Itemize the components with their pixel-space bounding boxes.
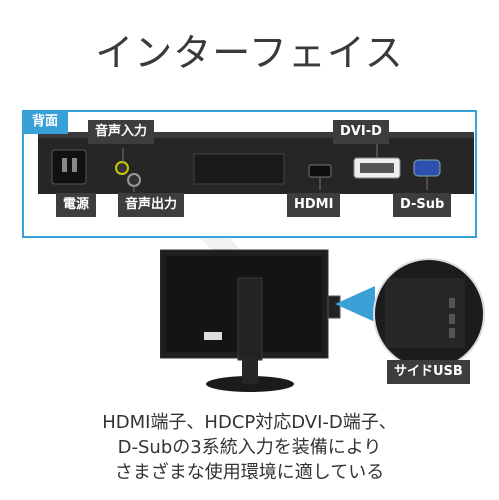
audio-out-jack-icon bbox=[127, 173, 141, 187]
audio-in-jack-icon bbox=[115, 161, 129, 175]
side-usb-closeup bbox=[373, 258, 485, 370]
label-dsub: D-Sub bbox=[393, 193, 452, 217]
usb-port-icon bbox=[449, 298, 455, 308]
label-dvi: DVI-D bbox=[333, 120, 389, 144]
rear-panel-tag: 背面 bbox=[22, 110, 69, 134]
zoom-arrow-icon bbox=[335, 286, 375, 322]
description-line-1: HDMI端子、HDCP対応DVI-D端子、 bbox=[102, 412, 397, 433]
dsub-port-icon bbox=[413, 159, 441, 177]
power-socket-icon bbox=[51, 149, 87, 185]
hdmi-port-icon bbox=[308, 164, 332, 178]
description-line-3: さまざまな使用環境に適している bbox=[114, 462, 385, 483]
monitor-illustration bbox=[160, 238, 341, 392]
label-power: 電源 bbox=[56, 193, 97, 217]
label-side-usb: サイドUSB bbox=[387, 360, 470, 384]
page-title: インターフェイス bbox=[95, 31, 404, 75]
label-audio-out: 音声出力 bbox=[118, 193, 185, 217]
label-hdmi: HDMI bbox=[287, 193, 341, 217]
label-audio-in: 音声入力 bbox=[88, 120, 155, 144]
description-line-2: D-Subの3系統入力を装備により bbox=[117, 437, 382, 458]
